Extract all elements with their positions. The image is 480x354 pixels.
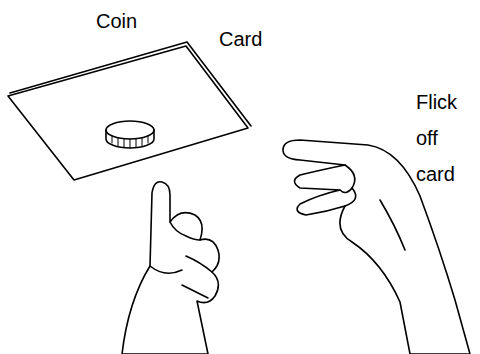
hand-crease	[380, 200, 405, 250]
part-label: Flick off card	[416, 84, 464, 192]
hand-crease	[186, 256, 212, 272]
left-hand	[122, 182, 219, 354]
hand-crease	[170, 222, 200, 240]
card-edge	[10, 42, 251, 126]
hand-crease	[182, 285, 208, 298]
card	[8, 46, 248, 180]
part-label: Card	[219, 28, 262, 51]
hand-crease	[345, 188, 356, 206]
coin	[106, 121, 154, 139]
hand-crease	[150, 266, 182, 273]
part-label: Coin	[96, 10, 137, 33]
coin-ridges	[112, 136, 148, 148]
